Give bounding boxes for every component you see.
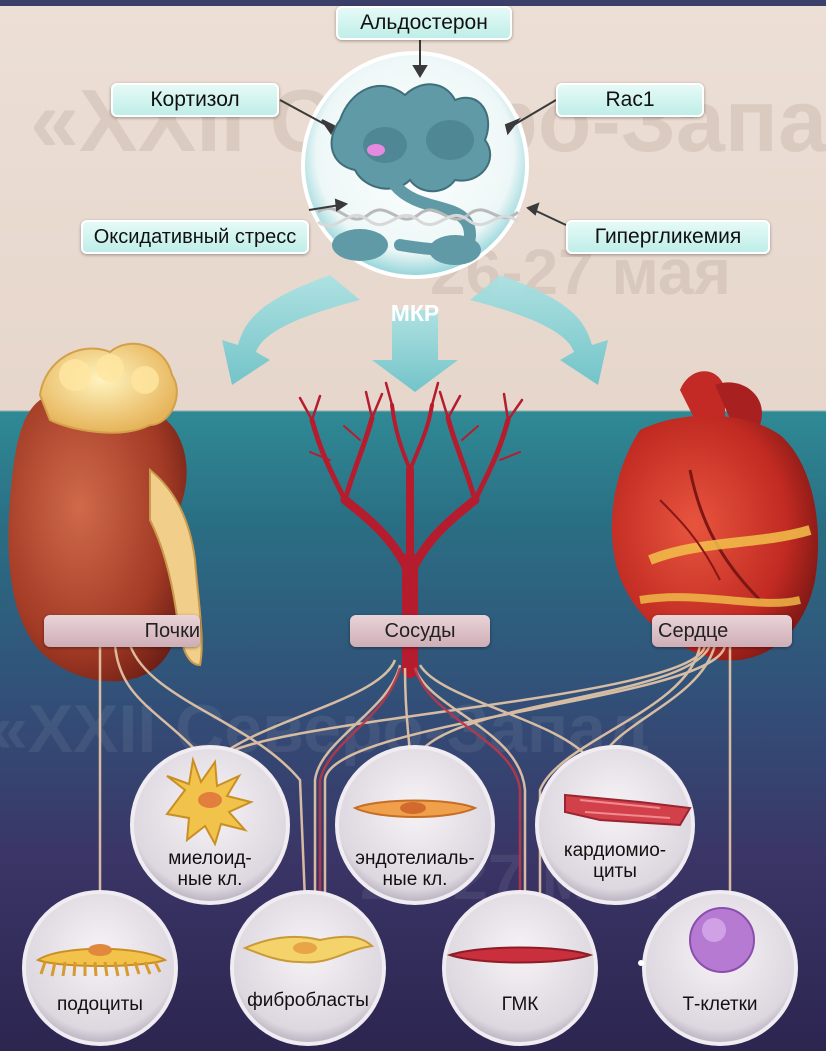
label-kidney: Почки [44, 615, 200, 647]
label-cortisol: Кортизол [111, 83, 279, 117]
label-myeloid-line1: миелоид- [145, 848, 275, 869]
label-rac1: Rac1 [556, 83, 704, 117]
label-endothelial-line2: ные кл. [350, 869, 480, 890]
label-endothelial-line1: эндотелиаль- [350, 848, 480, 869]
label-aldosterone: Альдостерон [336, 6, 512, 40]
cell-circle-t-cells [644, 892, 796, 1044]
label-vessels: Сосуды [350, 615, 490, 647]
label-fibroblasts: фибробласты [243, 990, 373, 1011]
label-oxidative-stress: Оксидативный стресс [81, 220, 309, 254]
distribution-arrows [222, 275, 608, 392]
cell-circle-podocytes [24, 892, 176, 1044]
label-t-cells: Т-клетки [655, 994, 785, 1015]
label-smc: ГМК [455, 994, 585, 1015]
dot [638, 960, 644, 966]
label-cardiomyocytes-line1: кардиомио- [550, 840, 680, 861]
label-endothelial-cells: эндотелиаль- ные кл. [350, 848, 480, 890]
label-podocytes: подоциты [35, 994, 165, 1015]
label-cardiomyocytes: кардиомио- циты [550, 840, 680, 882]
label-myeloid-line2: ные кл. [145, 869, 275, 890]
label-cardiomyocytes-line2: циты [550, 861, 680, 882]
label-myeloid-cells: миелоид- ные кл. [145, 848, 275, 890]
label-heart: Сердце [652, 615, 792, 647]
label-hyperglycemia: Гипергликемия [566, 220, 770, 254]
cell-circle-smc [444, 892, 596, 1044]
label-receptor: МКР [370, 300, 460, 327]
cell-circle-fibroblasts [232, 892, 384, 1044]
